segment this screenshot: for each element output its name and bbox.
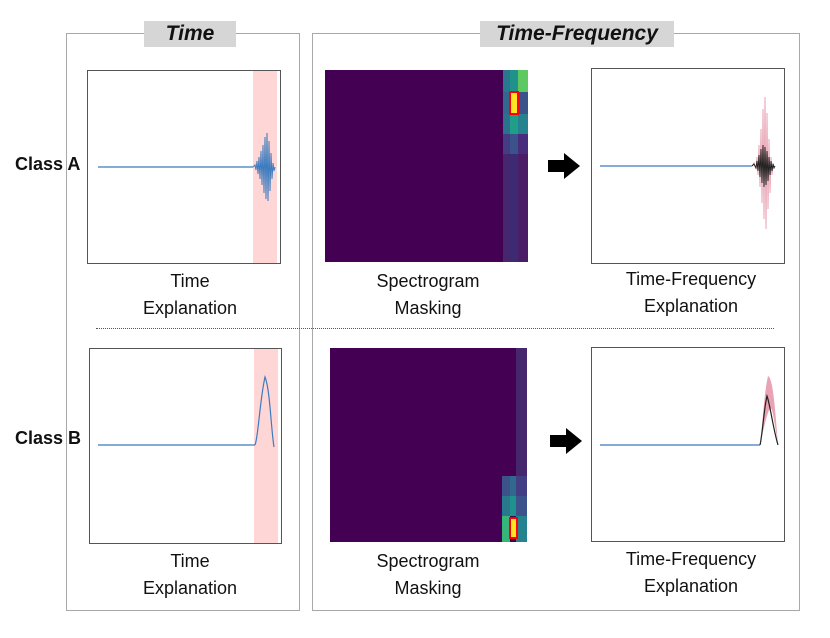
caption-line: Spectrogram [376,551,480,571]
caption-line: Masking [394,578,462,598]
tf-caption-b: Time-Frequency Explanation [591,546,791,600]
tf-explanation-chart-b [600,376,779,446]
time-section-title: Time [144,21,236,47]
caption-line: Time [170,271,210,291]
time-caption-a: Time Explanation [90,268,290,322]
caption-line: Time-Frequency [625,549,757,569]
class-a-label: Class A [15,154,81,174]
time-caption-b: Time Explanation [90,548,290,602]
right-arrow-icon [550,428,582,454]
caption-line: Spectrogram [376,271,480,291]
mask-box [509,91,519,115]
explanation-fill [760,376,778,445]
tf-explanation-plot-class-a [591,68,785,264]
caption-line: Explanation [142,578,238,598]
row-divider [96,328,774,329]
tf-explanation-plot-class-b [591,347,785,542]
time-frequency-section-title: Time-Frequency [480,21,674,47]
caption-line: Explanation [643,296,739,316]
spectrogram-a [325,70,528,262]
class-b-label: Class B [15,428,82,448]
caption-line: Time-Frequency [625,269,757,289]
tf-caption-a: Time-Frequency Explanation [591,266,791,320]
spectrogram-mask-class-a [325,70,528,262]
signal-burst [252,132,276,202]
caption-line: Explanation [142,298,238,318]
time-explanation-plot-class-a [87,70,281,264]
time-explanation-plot-class-b [89,348,282,544]
signal-peak [254,375,275,448]
mask-caption-b: Spectrogram Masking [328,548,528,602]
caption-line: Explanation [643,576,739,596]
time-explanation-chart-a [98,71,277,263]
right-arrow-icon [548,153,580,179]
spectrogram-b [330,348,527,542]
mask-caption-a: Spectrogram Masking [328,268,528,322]
time-explanation-chart-b [98,349,278,543]
caption-line: Masking [394,298,462,318]
tf-explanation-chart-a [600,96,776,230]
mask-box [509,517,518,539]
spectrogram-mask-class-b [330,348,527,542]
caption-line: Time [170,551,210,571]
